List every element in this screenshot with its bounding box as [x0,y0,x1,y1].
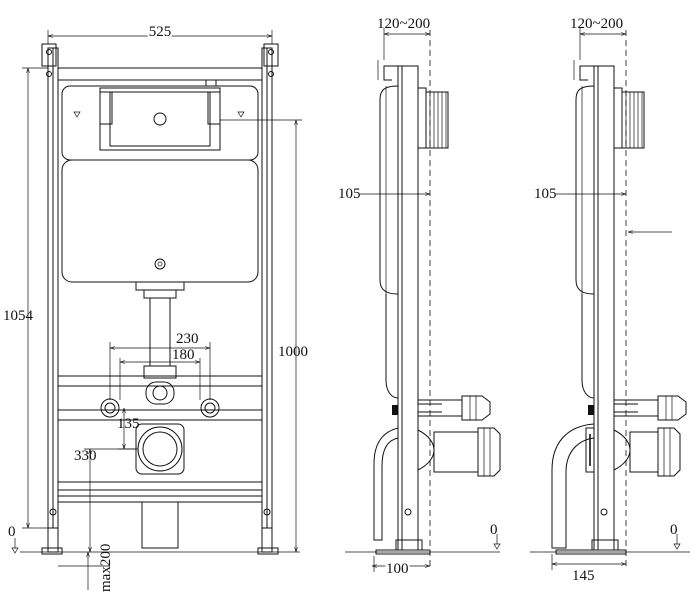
side1-floor-label: 0 [490,522,498,538]
side1-frame-depth-label: 105 [338,186,361,202]
outlet-height-label: 330 [74,448,97,464]
side1-drain-bend [373,427,399,541]
side2-cistern [575,85,595,295]
fixing-spacing-inner-label: 180 [172,347,195,363]
side2-flush-plate-ribs [621,91,645,149]
side2-frame [593,65,615,551]
side1-top-bracket [383,65,398,81]
side-view-1: 120~200 105 0 100 [338,16,501,579]
fixing-spacing-outer-label: 230 [176,331,199,347]
side2-base-depth-label: 145 [572,568,595,584]
width-label: 525 [149,24,172,40]
frame-outline [41,43,279,555]
side2-fixing-rod [588,395,687,421]
side2-depth-range-label: 120~200 [570,16,623,32]
drain-offset-label: 135 [117,416,140,432]
front-dimensions: 525 1054 1000 230 180 135 330 0 [3,22,308,592]
side1-fixing-rod [392,395,491,421]
side1-cistern [379,85,399,295]
side2-drain-bend [551,423,595,549]
total-height-label: 1054 [3,308,34,324]
front-floor-label: 0 [8,524,16,540]
side1-outlet-connector [417,427,501,477]
side-view-2: 120~200 105 0 145 [530,16,690,584]
side1-flush-pipe [385,294,399,399]
side2-outlet-connector [613,427,681,477]
front-view: 525 1054 1000 230 180 135 330 0 [3,22,308,592]
cistern [61,79,259,283]
side2-floor-label: 0 [670,522,678,538]
flush-height-label: 1000 [278,344,308,360]
flush-pipe [135,281,185,405]
side2-flush-pipe [581,294,595,399]
side1-dimensions: 120~200 105 0 100 [338,16,501,579]
side1-frame [397,65,419,551]
side2-top-bracket [579,65,594,81]
fixing-bolts [100,398,220,418]
side1-flush-plate-ribs [425,91,449,149]
leg-extension-label: max200 [98,544,114,592]
drain-outlet [135,423,185,549]
side1-depth-range-label: 120~200 [377,16,430,32]
side1-base-depth-label: 100 [386,561,409,577]
side2-frame-depth-label: 105 [534,186,557,202]
side2-dimensions: 120~200 105 0 145 [534,16,681,584]
